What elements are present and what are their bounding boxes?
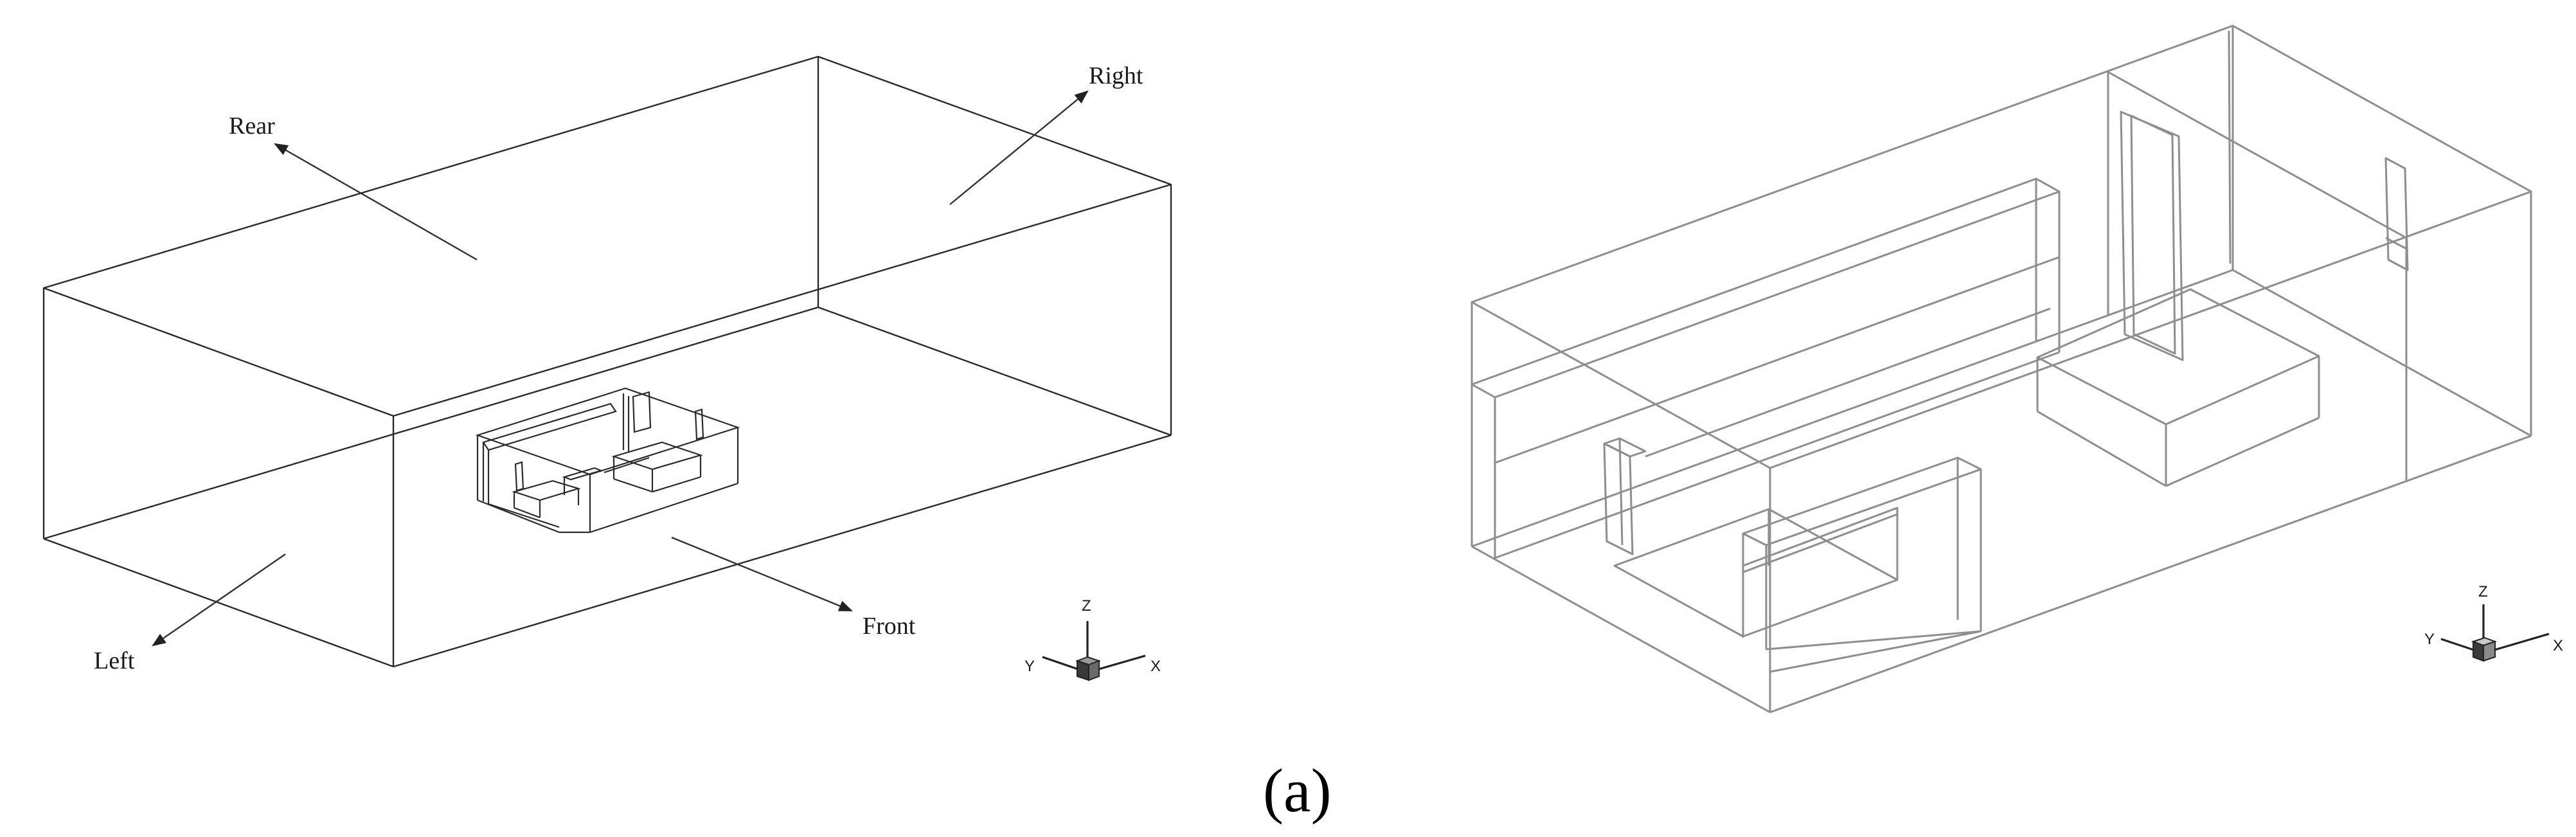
axis-cube-icon [2471, 636, 2497, 662]
axis-label-z: Z [2478, 583, 2488, 600]
figure-caption: (a) [1263, 756, 1332, 825]
right-wall-vent [2384, 157, 2409, 271]
inner-room-model [475, 387, 740, 534]
back-counter [1471, 177, 2061, 559]
axis-label-x: X [2553, 637, 2563, 654]
outer-domain-box [42, 55, 1172, 668]
label-rear: Rear [229, 113, 275, 140]
direction-arrows [152, 90, 1089, 647]
axis-triad-right: Z Y X [2424, 583, 2563, 662]
arrow-left [152, 554, 286, 647]
label-right: Right [1089, 62, 1143, 89]
axis-label-y: Y [2424, 631, 2435, 648]
partition-door [2120, 111, 2184, 361]
arrow-right [949, 90, 1089, 205]
arrow-front [671, 536, 854, 612]
axis-label-x: X [1150, 658, 1161, 675]
label-front: Front [863, 613, 916, 640]
front-desk [1742, 456, 1982, 673]
floor-cabinet-right [2036, 288, 2320, 487]
left-wall-panel [1603, 437, 1647, 555]
axis-label-y: Y [1024, 658, 1035, 675]
floor-cabinet-left [1613, 507, 1899, 638]
axis-triad-left: Z Y X [1024, 597, 1161, 681]
right-panel-room: Z Y X [1471, 24, 2563, 714]
left-panel-domain: Rear Right Left Front Z Y X [42, 55, 1172, 681]
axis-label-z: Z [1082, 597, 1091, 615]
arrow-rear [274, 143, 478, 261]
room-outer-box [1471, 24, 2532, 714]
axis-cube-icon [1075, 656, 1101, 681]
label-left: Left [94, 647, 135, 674]
